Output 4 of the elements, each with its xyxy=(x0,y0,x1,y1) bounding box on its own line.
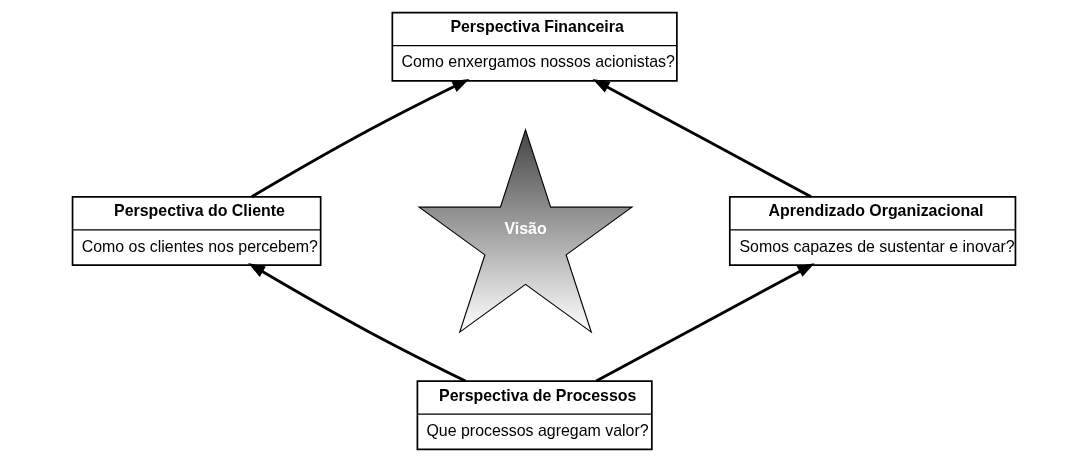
arrow xyxy=(592,79,812,198)
arrow xyxy=(595,263,815,383)
arrow xyxy=(251,79,470,198)
arrow xyxy=(248,263,467,383)
